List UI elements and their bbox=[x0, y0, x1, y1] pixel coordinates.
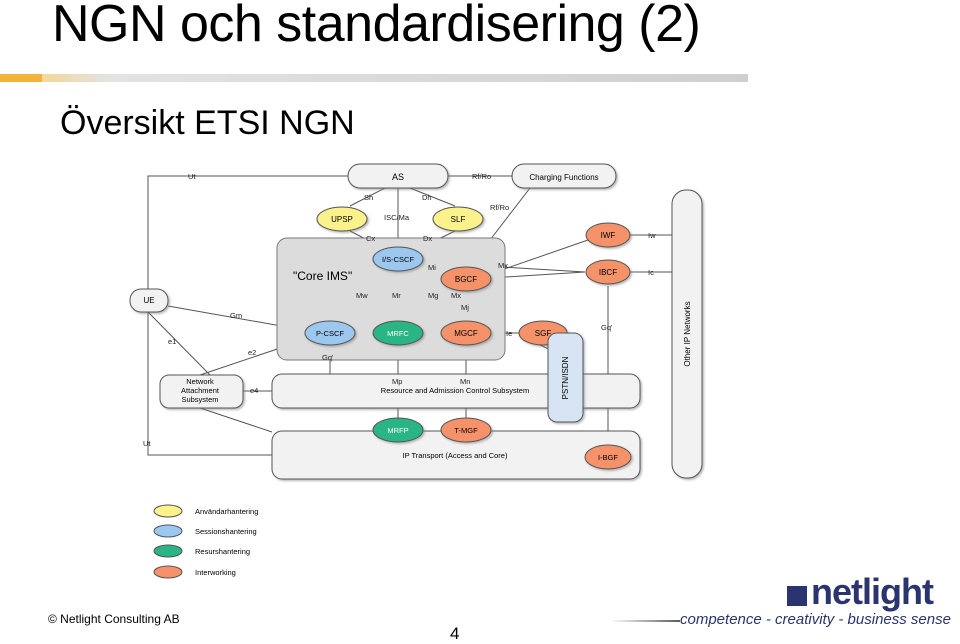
iface-mx-1: Mx bbox=[498, 261, 508, 270]
title-underline-bar bbox=[0, 74, 748, 82]
iface-mj: Mj bbox=[461, 303, 469, 312]
rf-ro-charging-core bbox=[489, 187, 531, 241]
iface-ie: Ie bbox=[506, 329, 512, 338]
interface-labels: Ut Rf/Ro Rf/Ro Sh Dh ISC/Ma Cx Dx Iw Mi … bbox=[143, 172, 656, 448]
sh-line bbox=[349, 187, 386, 207]
slide-title: NGN och standardisering (2) bbox=[52, 0, 701, 53]
as-label: AS bbox=[392, 172, 404, 182]
iface-gm: Gm bbox=[230, 311, 242, 320]
iface-dh: Dh bbox=[422, 193, 432, 202]
iface-ut-bottom: Ut bbox=[143, 439, 151, 448]
mx-bgcf-ibcf bbox=[489, 271, 586, 279]
mrfp-node bbox=[372, 417, 424, 443]
iface-dx: Dx bbox=[423, 234, 432, 243]
iface-isc-ma: ISC/Ma bbox=[384, 213, 410, 222]
legend-swatch-session bbox=[153, 524, 183, 538]
iwf-node bbox=[585, 222, 631, 248]
iface-mw: Mw bbox=[356, 291, 368, 300]
legend-label-resource: Resurshantering bbox=[195, 547, 250, 556]
slide-subtitle: Översikt ETSI NGN bbox=[60, 104, 355, 142]
iface-iw: Iw bbox=[648, 231, 656, 240]
mrfc-label: MRFC bbox=[387, 329, 409, 338]
legend-swatch-user bbox=[153, 504, 183, 518]
upsp-label: UPSP bbox=[331, 215, 353, 224]
other-ip-networks-box bbox=[671, 189, 703, 479]
p-cscf-node bbox=[304, 320, 356, 346]
bgcf-label: BGCF bbox=[455, 275, 477, 284]
footer-divider bbox=[610, 620, 680, 622]
is-cscf-node bbox=[372, 246, 424, 272]
legend: Användarhantering Sessionshantering Resu… bbox=[153, 504, 258, 579]
iface-sh: Sh bbox=[364, 193, 373, 202]
mrfc-node bbox=[372, 320, 424, 346]
pstn-isdn-box bbox=[547, 332, 584, 423]
iface-ut-top: Ut bbox=[188, 172, 196, 181]
iface-e2: e2 bbox=[248, 348, 256, 357]
iface-mx-2: Mx bbox=[451, 291, 461, 300]
iface-mp: Mp bbox=[392, 377, 402, 386]
racs-label: Resource and Admission Control Subsystem bbox=[381, 386, 529, 395]
other-ip-networks-label: Other IP Networks bbox=[683, 301, 692, 366]
logo-square-icon bbox=[787, 586, 807, 606]
iface-rf-ro-2: Rf/Ro bbox=[490, 203, 509, 212]
dh-line bbox=[409, 187, 456, 207]
iface-mi: Mi bbox=[428, 263, 436, 272]
pstn-isdn-label: PSTN/ISDN bbox=[561, 356, 570, 399]
core-ims-label: "Core IMS" bbox=[293, 269, 352, 283]
e1-line bbox=[147, 311, 211, 376]
upsp-node bbox=[316, 206, 368, 232]
nass-box bbox=[159, 374, 244, 409]
slf-node bbox=[432, 206, 484, 232]
iface-cx: Cx bbox=[366, 234, 375, 243]
p-cscf-label: P-CSCF bbox=[316, 329, 344, 338]
legend-label-interworking: Interworking bbox=[195, 568, 236, 577]
charging-functions-box bbox=[511, 163, 617, 189]
is-cscf-label: I/S-CSCF bbox=[382, 255, 415, 264]
bgcf-node bbox=[440, 266, 492, 292]
ip-transport-label: IP Transport (Access and Core) bbox=[403, 451, 508, 460]
iface-mg: Mg bbox=[428, 291, 438, 300]
ibcf-label: IBCF bbox=[599, 268, 617, 277]
nass-label-line1: Network bbox=[186, 377, 214, 386]
legend-label-user: Användarhantering bbox=[195, 507, 258, 516]
ut-line-top bbox=[147, 175, 348, 300]
charging-functions-label: Charging Functions bbox=[529, 173, 598, 182]
t-mgf-node bbox=[440, 417, 492, 443]
iface-e1: e1 bbox=[168, 337, 176, 346]
iface-rf-ro-1: Rf/Ro bbox=[472, 172, 491, 181]
logo-wordmark: netlight bbox=[811, 571, 934, 612]
mgcf-node bbox=[440, 320, 492, 346]
nass-label-line2: Attachment bbox=[181, 386, 220, 395]
nass-label-line3: Subsystem bbox=[181, 395, 218, 404]
iface-mr: Mr bbox=[392, 291, 401, 300]
mx-bgcf-iwf bbox=[489, 239, 589, 275]
legend-label-session: Sessionshantering bbox=[195, 527, 257, 536]
iface-e4: e4 bbox=[250, 386, 258, 395]
i-bgf-node bbox=[584, 444, 632, 470]
copyright-notice: © Netlight Consulting AB bbox=[48, 612, 180, 626]
iface-gq-prime-2: Gq' bbox=[322, 353, 334, 362]
t-mgf-label: T-MGF bbox=[454, 426, 478, 435]
i-bgf-label: I-BGF bbox=[598, 453, 618, 462]
netlight-logo: netlight bbox=[787, 571, 934, 612]
logo-tagline: competence - creativity - business sense bbox=[680, 611, 951, 628]
as-box bbox=[347, 163, 449, 189]
iface-mn: Mn bbox=[460, 377, 470, 386]
slf-label: SLF bbox=[451, 215, 466, 224]
ut-line-bottom bbox=[147, 312, 272, 456]
mrfp-label: MRFP bbox=[387, 426, 408, 435]
sgf-label: SGF bbox=[535, 329, 552, 338]
iface-gq-prime-1: Gq' bbox=[601, 323, 613, 332]
ue-box bbox=[129, 288, 169, 313]
ibcf-node bbox=[585, 259, 631, 285]
page-number: 4 bbox=[450, 624, 460, 643]
iwf-label: IWF bbox=[601, 231, 616, 240]
iface-ic: Ic bbox=[648, 268, 654, 277]
legend-swatch-interworking bbox=[153, 565, 183, 579]
mgcf-label: MGCF bbox=[454, 329, 478, 338]
legend-swatch-resource bbox=[153, 544, 183, 558]
ue-label: UE bbox=[143, 296, 154, 305]
nass-transport-line bbox=[199, 407, 273, 433]
